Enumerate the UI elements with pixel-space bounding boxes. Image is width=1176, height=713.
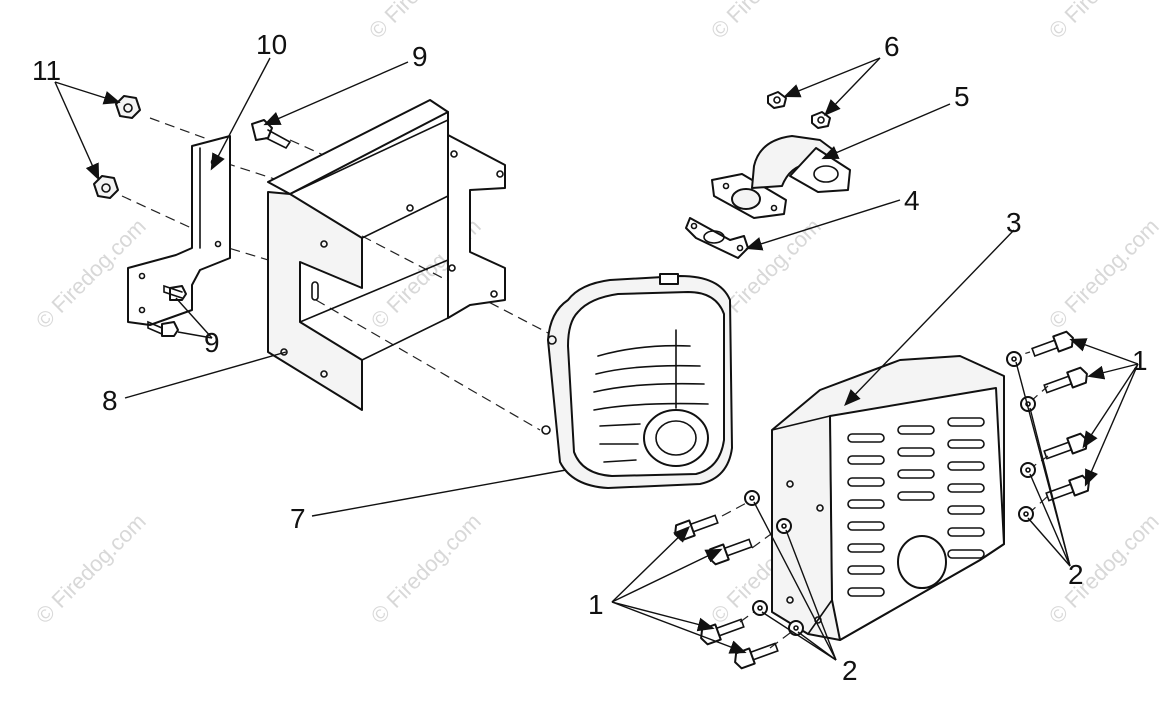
callout-11: 11: [32, 55, 61, 86]
heat-shield: [771, 355, 1005, 641]
callouts: 11 10 9 9 8 7 6 5 4 3 1 2 1 2: [32, 29, 1148, 686]
leader-lines: [54, 57, 1139, 661]
callout-7: 7: [290, 503, 306, 534]
flange-nuts: [767, 91, 831, 129]
shield-louvers: [847, 417, 985, 597]
callout-5: 5: [954, 81, 970, 112]
screw-lower: [163, 284, 187, 301]
watermark: © Firedog.com: [1044, 0, 1164, 44]
callout-1-left: 1: [588, 589, 604, 620]
watermark-top: © Fire: [364, 0, 424, 44]
callout-10: 10: [256, 29, 287, 60]
mounting-bracket: [267, 99, 506, 411]
watermark: © Firedog.com: [366, 509, 486, 629]
watermark: © Firedog.com: [31, 509, 151, 629]
screw-lower: [147, 320, 179, 337]
watermark: © Firedog.com: [1044, 214, 1164, 334]
exhaust-pipe: [711, 135, 851, 219]
gasket: [685, 217, 749, 259]
nut-top: [115, 95, 141, 119]
watermark: © Firedog.com: [1044, 509, 1164, 629]
nut-lower: [93, 175, 119, 199]
callout-3: 3: [1006, 207, 1022, 238]
muffler: [541, 273, 733, 489]
callout-8: 8: [102, 385, 118, 416]
callout-2-right: 2: [1068, 559, 1084, 590]
washers: [744, 351, 1036, 636]
screws-and-nuts: [93, 95, 292, 337]
callout-2-lower: 2: [842, 655, 858, 686]
callout-6: 6: [884, 31, 900, 62]
screw-top: [251, 119, 292, 150]
callout-4: 4: [904, 185, 920, 216]
callout-9-top: 9: [412, 41, 428, 72]
callout-1-right: 1: [1132, 345, 1148, 376]
callout-9-lower: 9: [204, 327, 220, 358]
watermark: © Firedog.com: [706, 0, 826, 44]
